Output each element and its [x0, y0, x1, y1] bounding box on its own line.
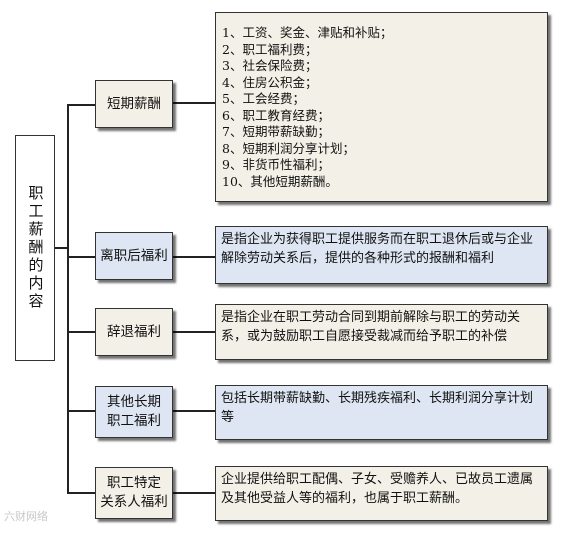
- branch-3: [67, 331, 95, 333]
- root-node: 职工薪酬的内容: [15, 135, 55, 361]
- list-item: 6、职工教育经费；: [222, 107, 330, 123]
- list-item: 5、工会经费；: [222, 91, 305, 106]
- description-text: 是指企业在职工劳动合同到期前解除与职工的劳动关系，或为鼓励职工自愿接受裁减而给予…: [221, 310, 521, 344]
- list-item: 3、社会保险费；: [222, 58, 318, 73]
- list-item: 7、短期带薪缺勤；: [222, 124, 330, 139]
- root-label: 职工薪酬的内容: [26, 185, 45, 311]
- watermark: 六财网络: [4, 510, 48, 523]
- list-item: 4、住房公积金；: [222, 74, 318, 90]
- category-related-persons: 职工特定 关系人福利: [95, 467, 173, 519]
- description-text: 包括长期带薪缺勤、长期残疾福利、长期利润分享计划等: [221, 391, 534, 425]
- list-item: 2、职工福利费；: [222, 41, 318, 57]
- list-item: 1、工资、奖金、津贴和补贴；: [222, 25, 393, 40]
- description-text: 是指企业为获得职工提供服务而在职工退休后或与企业解除劳动关系后，提供的各种形式的…: [221, 232, 534, 266]
- description-text: 企业提供给职工配偶、子女、受赡养人、已故员工遗属及其他受益人等的福利，也属于职工…: [221, 472, 534, 506]
- link-3: [173, 331, 215, 333]
- list-item: 8、短期利润分享计划；: [222, 140, 355, 156]
- description-termination: 是指企业在职工劳动合同到期前解除与职工的劳动关系，或为鼓励职工自愿接受裁减而给予…: [215, 304, 548, 360]
- short-term-items-box: 1、工资、奖金、津贴和补贴； 2、职工福利费； 3、社会保险费； 4、住房公积金…: [215, 12, 548, 202]
- description-related-persons: 企业提供给职工配偶、子女、受赡养人、已故员工遗属及其他受益人等的福利，也属于职工…: [215, 466, 548, 521]
- list-item: 9、非货币性福利；: [222, 157, 330, 172]
- category-label: 短期薪酬: [107, 95, 161, 112]
- category-label: 辞退福利: [107, 323, 161, 340]
- branch-4: [67, 410, 95, 412]
- category-termination: 辞退福利: [95, 308, 173, 356]
- category-short-term-pay: 短期薪酬: [95, 80, 173, 128]
- category-post-employment: 离职后福利: [95, 232, 173, 280]
- list-item: 10、其他短期薪酬。: [222, 173, 338, 189]
- branch-1: [67, 104, 95, 106]
- description-post-employment: 是指企业为获得职工提供服务而在职工退休后或与企业解除劳动关系后，提供的各种形式的…: [215, 226, 548, 284]
- category-label: 其他长期 职工福利: [107, 394, 161, 429]
- vertical-trunk: [67, 104, 69, 493]
- link-2: [173, 256, 215, 258]
- category-other-long-term: 其他长期 职工福利: [95, 386, 173, 438]
- description-other-long-term: 包括长期带薪缺勤、长期残疾福利、长期利润分享计划等: [215, 385, 548, 440]
- category-label: 职工特定 关系人福利: [100, 475, 168, 510]
- category-label: 离职后福利: [100, 247, 168, 264]
- link-1: [173, 102, 215, 104]
- link-4: [173, 410, 215, 412]
- branch-5: [67, 492, 95, 494]
- link-5: [173, 492, 215, 494]
- branch-2: [67, 256, 95, 258]
- root-connector: [55, 247, 68, 249]
